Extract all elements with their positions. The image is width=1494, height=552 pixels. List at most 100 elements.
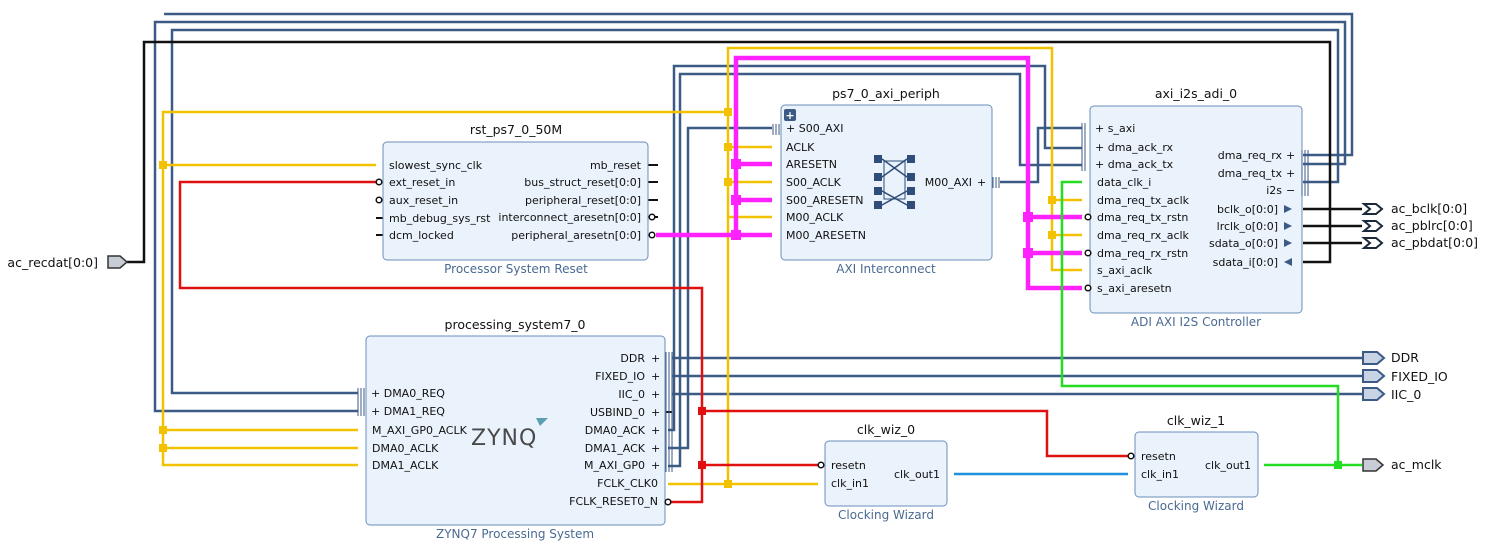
output-port-icon[interactable] <box>1362 458 1385 472</box>
port-pin[interactable] <box>1084 284 1092 292</box>
port-label: DMA1_ACK <box>585 442 646 455</box>
block-body[interactable] <box>365 335 666 526</box>
port-label: dma_req_tx_aclk <box>1097 194 1190 207</box>
input-arrow-icon <box>1284 258 1292 266</box>
block-body[interactable] <box>382 141 649 261</box>
block-subtitle: Processor System Reset <box>444 262 588 276</box>
net-peripheral-aresetn[interactable] <box>656 55 1082 291</box>
port-label: FIXED_IO <box>595 370 645 383</box>
net-mclk-data-clk[interactable] <box>1060 180 1340 465</box>
block-axi-i2s[interactable]: axi_i2s_adi_0 + s_axi + dma_ack_rx + dma… <box>1081 86 1309 329</box>
port-label: resetn <box>1141 450 1176 463</box>
port-ddr[interactable]: DDR <box>1362 350 1419 365</box>
port-fixed-io[interactable]: FIXED_IO <box>1362 369 1448 384</box>
block-title: processing_system7_0 <box>445 317 586 332</box>
port-pin[interactable] <box>375 178 383 186</box>
port-plus: + <box>651 406 660 419</box>
port-label: mb_reset <box>590 159 642 172</box>
port-ac-pblrc[interactable]: ac_pblrc[0:0] <box>1361 218 1473 233</box>
port-minus: − <box>1286 184 1295 197</box>
block-subtitle: ADI AXI I2S Controller <box>1131 315 1261 329</box>
port-label: dma_req_tx_rstn <box>1097 211 1188 224</box>
port-pin[interactable] <box>1127 452 1135 460</box>
block-subtitle: Clocking Wizard <box>1148 499 1244 513</box>
bus-connector <box>772 124 1000 188</box>
block-body[interactable] <box>1134 431 1259 498</box>
port-iic-0[interactable]: IIC_0 <box>1362 387 1421 402</box>
block-body[interactable] <box>824 440 948 507</box>
net-ps7-dma1req[interactable] <box>153 20 1347 413</box>
port-label: DMA0_ACLK <box>372 442 439 455</box>
output-port-icon[interactable] <box>1361 220 1384 232</box>
net-fclk-top-run[interactable] <box>161 110 728 467</box>
net-sdata-i[interactable] <box>127 40 1332 264</box>
net-m-axi-gp0[interactable] <box>668 72 1082 468</box>
net-i2s-interface-ps7-dma0req[interactable] <box>170 28 1340 395</box>
port-label: resetn <box>831 459 866 472</box>
output-port-icon[interactable] <box>1361 203 1384 215</box>
port-label: FCLK_RESET0_N <box>569 495 658 508</box>
port-pin[interactable] <box>1084 249 1092 257</box>
port-label: M_AXI_GP0_ACLK <box>372 424 468 437</box>
port-plus: + <box>977 176 986 189</box>
port-label: + DMA1_REQ <box>371 405 445 418</box>
port-label: S00_ARESETN <box>786 194 863 207</box>
nets <box>127 12 1362 504</box>
block-rst-ps7[interactable]: rst_ps7_0_50M slowest_sync_clk ext_reset… <box>375 122 656 276</box>
port-plus: + <box>1286 149 1295 162</box>
port-plus: + <box>651 370 660 383</box>
block-subtitle: ZYNQ7 Processing System <box>436 527 594 541</box>
port-label: dma_req_rx_aclk <box>1097 229 1190 242</box>
port-pin[interactable] <box>664 498 672 506</box>
port-label: sdata_i[0:0] <box>1213 256 1278 269</box>
port-label: ac_mclk <box>1391 457 1442 472</box>
port-pin[interactable] <box>648 213 656 221</box>
interface-port-icon[interactable] <box>1362 369 1386 383</box>
port-label: bclk_o[0:0] <box>1217 203 1278 216</box>
block-body[interactable] <box>1089 105 1303 314</box>
expand-icon[interactable] <box>784 109 796 121</box>
block-clk-wiz-0[interactable]: clk_wiz_0 resetn clk_in1 clk_out1 Clocki… <box>817 422 948 522</box>
port-label: ac_pblrc[0:0] <box>1391 218 1473 233</box>
port-ac-mclk[interactable]: ac_mclk <box>1362 457 1442 472</box>
block-title: axi_i2s_adi_0 <box>1155 86 1237 101</box>
block-body[interactable] <box>780 104 993 261</box>
port-label: aux_reset_in <box>389 194 458 207</box>
port-ac-pbdat[interactable]: ac_pbdat[0:0] <box>1361 235 1478 250</box>
output-arrow-icon <box>1284 205 1292 213</box>
port-plus: + <box>651 352 660 365</box>
net-m00-axi[interactable] <box>1000 126 1082 184</box>
net-fclk-reset0-n[interactable] <box>178 180 704 504</box>
port-pin[interactable] <box>375 196 383 204</box>
port-label: + S00_AXI <box>786 122 844 135</box>
interface-port-icon[interactable] <box>1362 387 1386 401</box>
port-pin[interactable] <box>817 461 825 469</box>
port-label: dma_req_rx_rstn <box>1097 247 1188 260</box>
port-ac-bclk[interactable]: ac_bclk[0:0] <box>1361 201 1467 216</box>
port-label: M00_ARESETN <box>786 229 866 242</box>
port-label: slowest_sync_clk <box>389 159 483 172</box>
net-reset-clkwiz1[interactable] <box>702 409 1128 458</box>
port-plus: + <box>1286 167 1295 180</box>
block-clk-wiz-1[interactable]: clk_wiz_1 resetn clk_in1 clk_out1 Clocki… <box>1127 413 1259 513</box>
port-label: i2s <box>1266 184 1282 197</box>
net-dma-req-rx[interactable] <box>164 12 1354 157</box>
port-ac-recdat[interactable]: ac_recdat[0:0] <box>7 255 129 270</box>
port-label: DDR <box>620 352 645 365</box>
port-label: ac_bclk[0:0] <box>1391 201 1467 216</box>
block-axi-interconnect[interactable]: ps7_0_axi_periph + + S00_AXI ACLK ARESET… <box>772 86 1000 276</box>
interface-port-icon[interactable] <box>1362 351 1386 365</box>
external-ports[interactable]: ac_recdat[0:0] ac_bclk[0:0] ac_pblrc[0:0… <box>7 201 1478 472</box>
port-label: clk_out1 <box>894 468 940 481</box>
port-pin[interactable] <box>1084 213 1092 221</box>
block-title: rst_ps7_0_50M <box>470 122 562 137</box>
input-port-icon[interactable] <box>107 255 129 269</box>
port-label: FIXED_IO <box>1391 369 1448 384</box>
output-port-icon[interactable] <box>1361 237 1384 249</box>
zynq-logo: ZYNQ <box>471 426 537 451</box>
block-zynq-ps7[interactable]: processing_system7_0 + DMA0_REQ + DMA1_R… <box>357 317 673 541</box>
output-arrow-icon <box>1284 222 1292 230</box>
port-label: ACLK <box>786 141 815 154</box>
port-pin[interactable] <box>648 231 656 239</box>
